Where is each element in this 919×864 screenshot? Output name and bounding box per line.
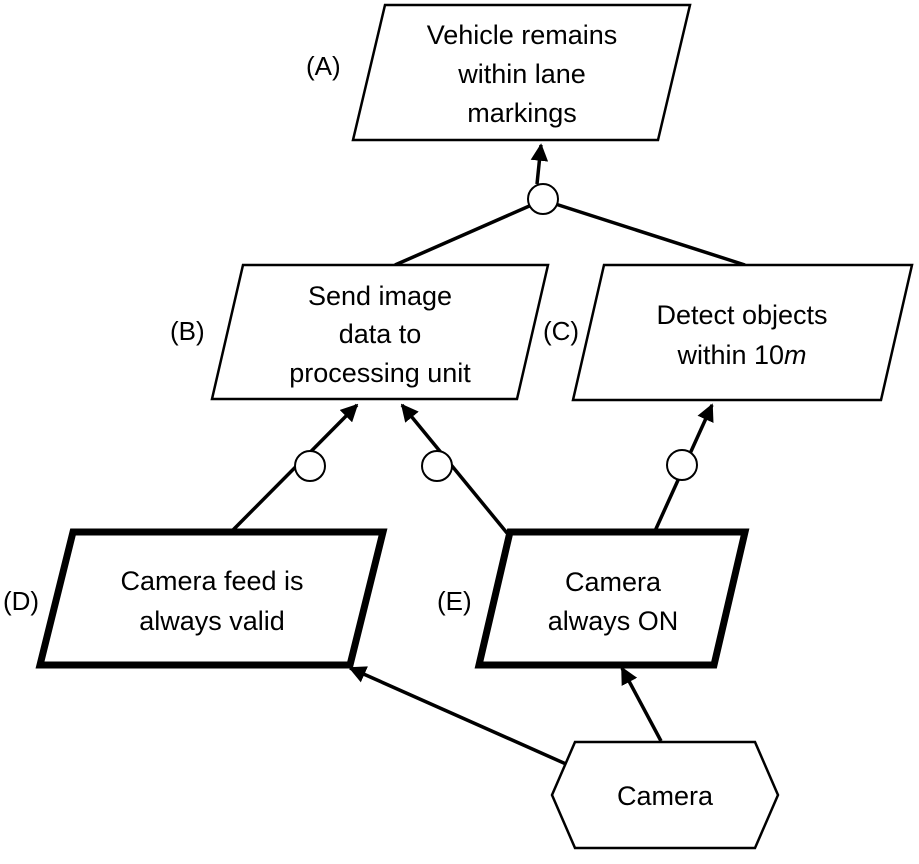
goal-c-line-2-unit: m — [784, 340, 807, 370]
goal-b-line-2: data to — [339, 319, 422, 349]
goal-c-line-2: within 10m — [676, 340, 806, 370]
edge-camera-to-e — [620, 666, 663, 742]
agent-camera[interactable]: Camera — [550, 740, 780, 850]
goal-e-line-1: Camera — [565, 567, 662, 597]
goal-b-line-1: Send image — [308, 281, 452, 311]
goal-c-tag: (C) — [543, 316, 579, 346]
goal-e[interactable]: Camera always ON — [474, 528, 750, 669]
goal-e-tag: (E) — [437, 586, 472, 616]
agent-camera-shape — [550, 740, 780, 850]
goal-d-shape — [35, 528, 388, 669]
goal-c-line-1: Detect objects — [656, 300, 827, 330]
refinement-node-a — [527, 183, 559, 215]
goal-b-shape — [210, 263, 550, 401]
refinement-node-c — [666, 449, 698, 481]
agent-camera-label: Camera — [617, 781, 714, 811]
goal-c-shape — [571, 263, 914, 402]
goal-b-tag: (B) — [170, 316, 205, 346]
goal-e-shape — [474, 528, 750, 669]
refinement-node-b-left — [294, 450, 326, 482]
edge-refinement-to-a — [530, 143, 549, 185]
goal-a-shape — [351, 3, 692, 142]
goal-a-line-3: markings — [467, 98, 577, 128]
edge-e-to-b — [400, 403, 509, 535]
goal-a-line-1: Vehicle remains — [427, 20, 618, 50]
goal-a[interactable]: Vehicle remains within lane markings — [351, 3, 692, 142]
edge-c-to-a-refinement — [542, 198, 746, 267]
edge-camera-to-d — [348, 666, 576, 770]
goal-e-line-2: always ON — [548, 606, 679, 636]
refinement-node-b-right — [421, 450, 453, 482]
goal-d-tag: (D) — [3, 586, 39, 616]
edge-b-to-a-refinement — [394, 198, 544, 267]
goal-c-line-2-prefix: within 10 — [676, 340, 784, 370]
goal-d[interactable]: Camera feed is always valid — [35, 528, 388, 669]
goal-a-tag: (A) — [306, 51, 341, 81]
goal-b[interactable]: Send image data to processing unit — [210, 263, 550, 401]
goal-c[interactable]: Detect objects within 10m — [571, 263, 914, 402]
refinement-nodes — [294, 183, 698, 482]
goal-a-line-2: within lane — [457, 59, 586, 89]
goal-d-line-1: Camera feed is — [120, 566, 303, 596]
goal-d-line-2: always valid — [139, 606, 285, 636]
goal-b-line-3: processing unit — [289, 358, 471, 388]
